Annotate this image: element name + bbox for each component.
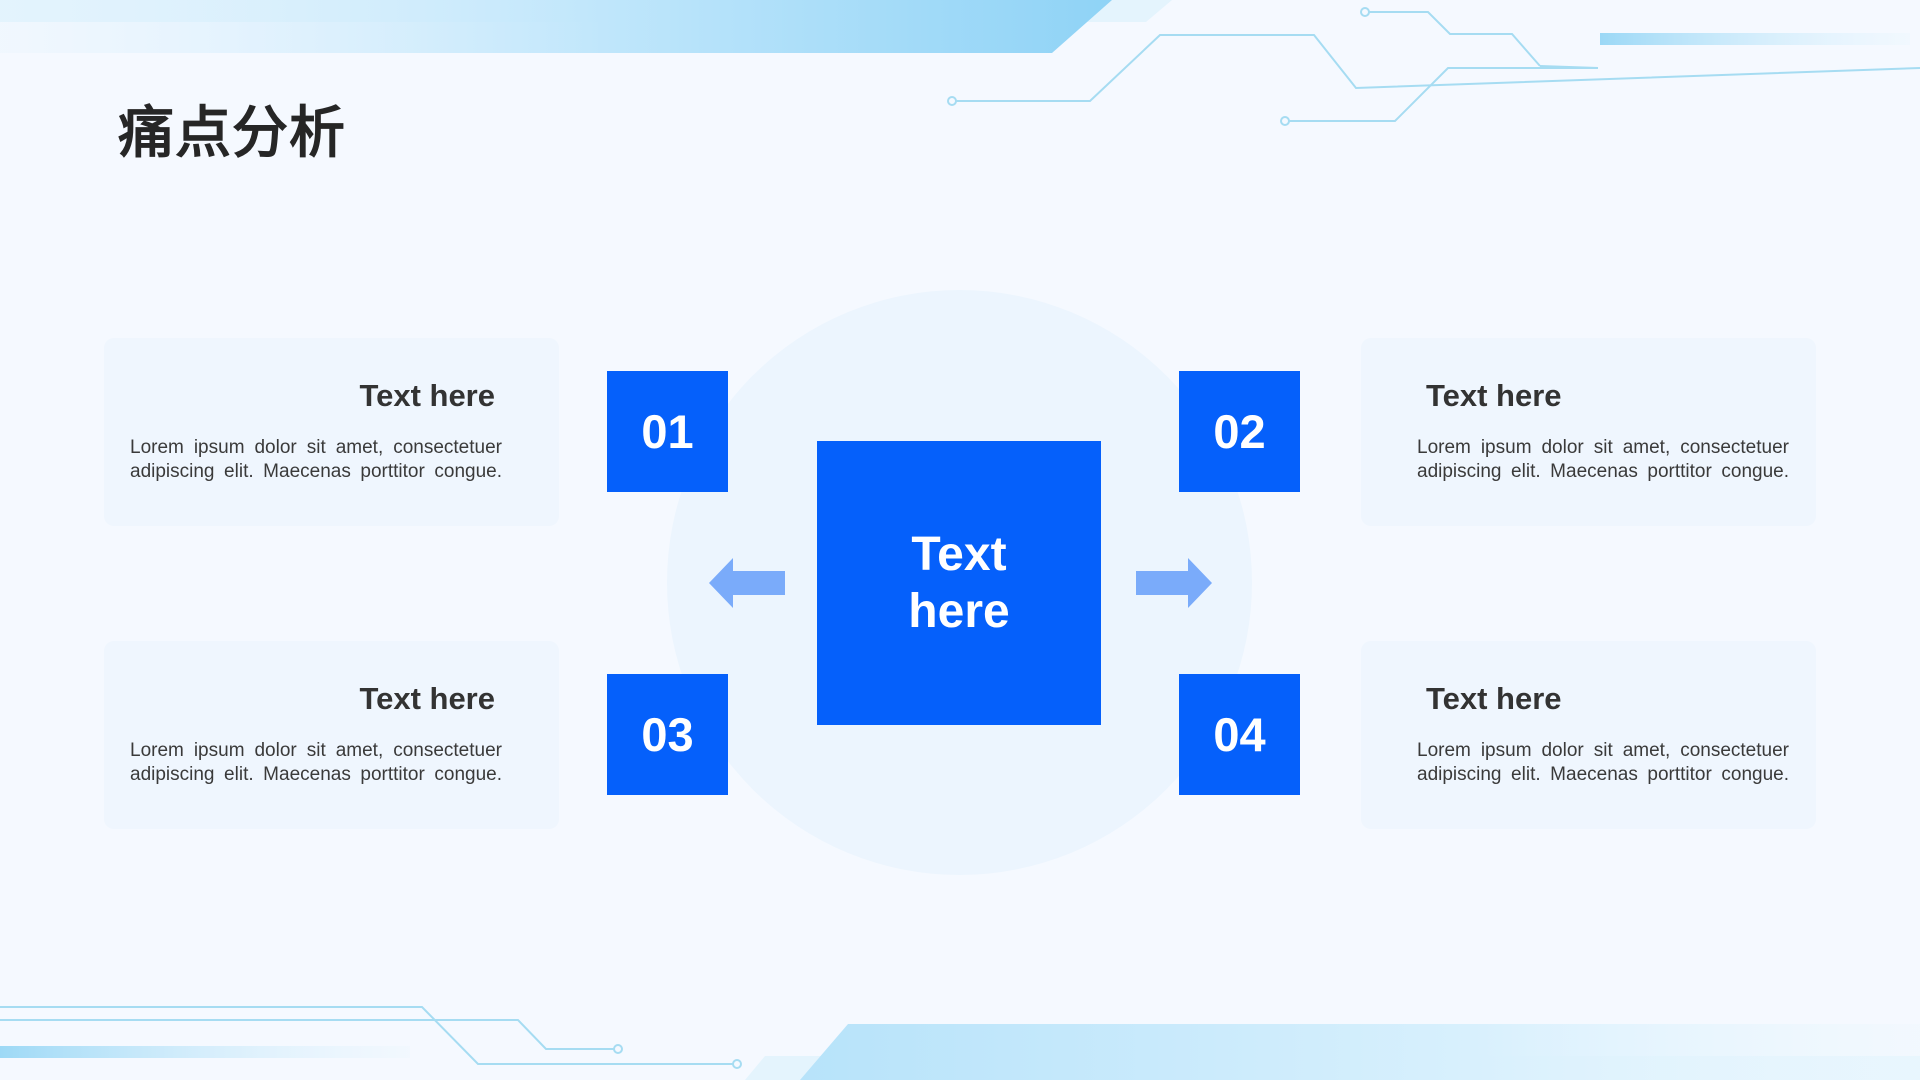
arrow-left-icon [709,558,785,608]
card-body: Lorem ipsum dolor sit amet, consectetuer… [1417,740,1789,785]
pain-point-card-02: Text here Lorem ipsum dolor sit amet, co… [1361,338,1816,526]
number-badge-02: 02 [1179,371,1300,492]
top-right-bar [1600,33,1910,45]
number-badge-04: 04 [1179,674,1300,795]
pain-point-card-03: Text here Lorem ipsum dolor sit amet, co… [104,641,559,829]
pain-point-card-01: Text here Lorem ipsum dolor sit amet, co… [104,338,559,526]
number-badge-03: 03 [607,674,728,795]
card-heading: Text here [359,378,495,413]
card-body: Lorem ipsum dolor sit amet, consectetuer… [130,740,502,785]
page-title: 痛点分析 [118,101,346,166]
card-body: Lorem ipsum dolor sit amet, consectetuer… [130,437,502,482]
bottom-left-bar [0,1046,410,1058]
center-topic-box: Text here [817,441,1101,725]
pain-point-card-04: Text here Lorem ipsum dolor sit amet, co… [1361,641,1816,829]
center-topic-label: Text here [908,528,1010,638]
card-heading: Text here [359,681,495,716]
card-body: Lorem ipsum dolor sit amet, consectetuer… [1417,437,1789,482]
top-band [0,0,1112,53]
number-badge-01: 01 [607,371,728,492]
card-heading: Text here [1426,378,1562,413]
bottom-band [800,1024,1920,1080]
arrow-right-icon [1136,558,1212,608]
card-heading: Text here [1426,681,1562,716]
